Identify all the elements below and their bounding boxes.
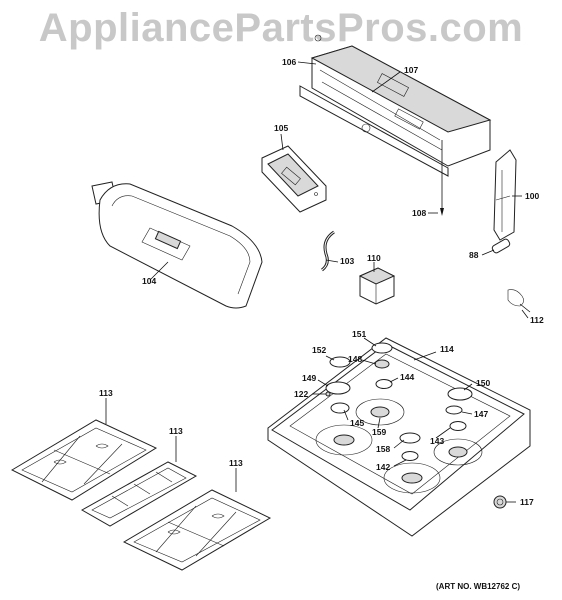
callout-110: 110 <box>367 253 381 263</box>
grate-center <box>80 461 198 527</box>
leveling-leg <box>493 495 507 509</box>
callout-113-left: 113 <box>99 388 113 398</box>
callout-113-right: 113 <box>229 458 243 468</box>
callout-149: 149 <box>302 373 316 383</box>
callout-150: 150 <box>476 378 490 388</box>
site-watermark: AppliancePartsPros.com <box>38 6 524 50</box>
terminal-block <box>358 267 396 305</box>
grate-left <box>10 419 158 501</box>
callout-112: 112 <box>530 315 544 325</box>
callout-100: 100 <box>525 191 539 201</box>
callout-88: 88 <box>469 250 479 260</box>
electronic-control-board <box>261 145 327 213</box>
callout-labels: 106 107 105 100 108 88 104 103 110 112 1… <box>99 57 544 591</box>
callout-143: 143 <box>430 436 444 446</box>
manifold-cover <box>91 181 263 309</box>
callout-147: 147 <box>474 409 488 419</box>
callout-142: 142 <box>376 462 390 472</box>
leader-lines <box>105 61 529 503</box>
callout-103: 103 <box>340 256 354 266</box>
callout-159: 159 <box>372 427 386 437</box>
wire-harness <box>321 230 335 272</box>
spring-clip <box>507 289 531 313</box>
callout-152: 152 <box>312 345 326 355</box>
screw <box>440 140 444 216</box>
callout-122: 122 <box>294 389 308 399</box>
callout-145: 145 <box>350 418 364 428</box>
callout-114: 114 <box>440 344 454 354</box>
callout-106: 106 <box>282 57 296 67</box>
grate-right <box>122 489 272 571</box>
callout-104: 104 <box>142 276 156 286</box>
callout-158: 158 <box>376 444 390 454</box>
callout-117: 117 <box>520 497 534 507</box>
callout-151: 151 <box>352 329 366 339</box>
burner-caps <box>325 342 473 444</box>
cooktop <box>267 337 531 537</box>
clip <box>491 238 511 254</box>
end-cap <box>493 149 517 241</box>
callout-108: 108 <box>412 208 426 218</box>
callout-105: 105 <box>274 123 288 133</box>
callout-148: 148 <box>348 354 362 364</box>
callout-107: 107 <box>404 65 418 75</box>
callout-144: 144 <box>400 372 414 382</box>
callout-113-center: 113 <box>169 426 183 436</box>
backsplash-panel <box>299 34 492 177</box>
art-number: (ART NO. WB12762 C) <box>436 582 520 591</box>
